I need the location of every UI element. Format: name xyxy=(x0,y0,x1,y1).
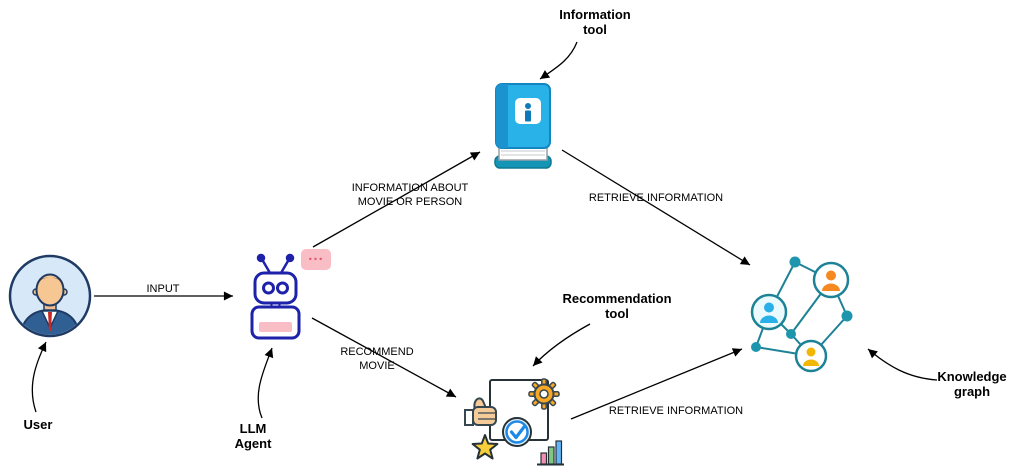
arrow-user-callout xyxy=(31,341,47,413)
edge-label-retrieve-top: RETRIEVE INFORMATION xyxy=(588,192,724,204)
information-tool-label-line2: tool xyxy=(583,22,607,37)
info-i-stem xyxy=(525,110,531,122)
robot-mouth-panel xyxy=(259,322,292,332)
llm-agent-label-line2: Agent xyxy=(234,436,272,451)
graph-node-dot xyxy=(751,342,761,352)
robot-head xyxy=(253,271,298,305)
information-tool-label-line1: Information xyxy=(559,7,631,22)
recommendation-tool-label-line1: Recommendation xyxy=(562,291,672,306)
info-i-dot xyxy=(525,103,531,109)
thumbs-up-gear-star-check-bars-icon xyxy=(464,378,564,466)
llm-agent-label-line1: LLM xyxy=(239,421,267,436)
check-circle-icon xyxy=(502,417,532,447)
llm-agent-icon xyxy=(238,246,313,342)
robot-eye-right xyxy=(276,281,289,295)
thumbs-up-icon xyxy=(464,397,497,426)
edge-label-retrieve-bottom: RETRIEVE INFORMATION xyxy=(608,405,744,417)
edge-label-info-about: INFORMATION ABOUT MOVIE OR PERSON xyxy=(351,182,469,208)
graph-person-node-yellow xyxy=(794,339,828,373)
book-spine xyxy=(496,84,508,148)
recommendation-tool-label: Recommendation tool xyxy=(562,291,671,321)
face-shape xyxy=(35,273,65,307)
graph-person-node-blue xyxy=(750,293,788,331)
arrow-llm-callout xyxy=(257,347,274,419)
edge-label-recommend: RECOMMEND MOVIE xyxy=(340,346,414,372)
info-book-icon xyxy=(494,83,552,169)
recommendation-tool-icon xyxy=(462,372,567,470)
person-avatar-icon xyxy=(8,254,92,338)
knowledge-graph-label: Knowledge graph xyxy=(937,369,1006,399)
knowledge-graph-label-line2: graph xyxy=(953,384,991,399)
graph-node-dot xyxy=(841,310,853,322)
information-tool-icon xyxy=(486,82,558,174)
tie-shape xyxy=(48,312,52,331)
information-tool-label: Information tool xyxy=(559,7,631,37)
user-label: User xyxy=(24,417,53,432)
star-icon xyxy=(471,434,499,460)
arrow-retrieve-top xyxy=(561,149,751,266)
bar-chart-icon xyxy=(537,440,564,466)
user-label-text: User xyxy=(23,417,53,432)
robot-icon xyxy=(250,253,301,340)
arrow-rec-tool-callout xyxy=(532,323,591,367)
knowledge-graph-icon xyxy=(745,252,863,380)
network-graph-people-icon xyxy=(750,256,853,373)
edge-label-input: INPUT xyxy=(146,283,180,295)
arrow-info-tool-callout xyxy=(539,41,578,80)
knowledge-graph-label-line1: Knowledge xyxy=(937,369,1007,384)
recommendation-tool-label-line2: tool xyxy=(605,306,629,321)
user-icon xyxy=(8,254,92,338)
speech-bubble-text: ... xyxy=(308,247,324,264)
graph-node-dot xyxy=(786,329,796,339)
llm-agent-label: LLM Agent xyxy=(235,421,272,451)
gear-icon xyxy=(528,378,560,410)
graph-node-dot xyxy=(789,256,801,268)
speech-bubble: ... xyxy=(301,247,331,270)
arrow-kg-callout xyxy=(867,348,938,381)
graph-person-node-orange xyxy=(812,261,850,299)
robot-eye-left xyxy=(262,281,275,295)
